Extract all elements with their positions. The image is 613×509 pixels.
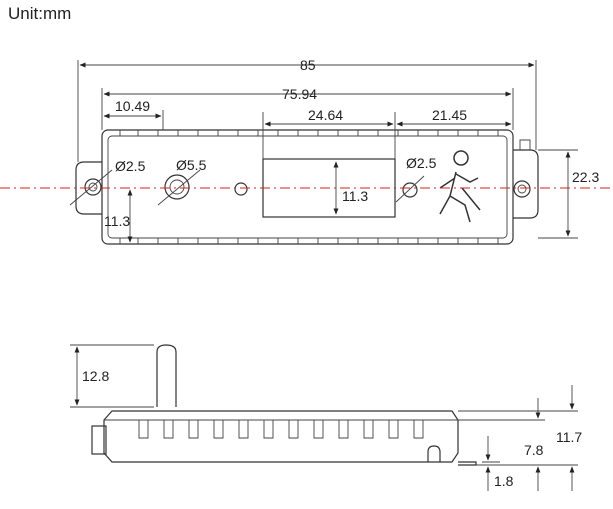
right-mounting-hole — [513, 180, 531, 198]
height-label: 22.3 — [572, 169, 599, 185]
right-hole — [402, 182, 418, 198]
window-width-label: 24.64 — [308, 107, 343, 123]
housing-outline — [101, 129, 514, 245]
left-hole-diameter-label: Ø2.5 — [115, 158, 146, 174]
button-diameter-label: Ø5.5 — [176, 157, 207, 173]
unit-label: Unit:mm — [8, 4, 72, 23]
total-length-label: 85 — [300, 57, 316, 73]
body-height-label: 7.8 — [524, 442, 544, 458]
right-mounting-ear — [513, 149, 539, 219]
left-offset-label: 10.49 — [115, 98, 150, 114]
top-fins — [119, 130, 499, 244]
antenna-height-label: 12.8 — [82, 368, 109, 384]
led-indicator — [234, 182, 248, 196]
right-offset-label: 21.45 — [432, 107, 467, 123]
center-height-label: 11.3 — [104, 213, 130, 229]
left-mounting-hole — [84, 178, 102, 196]
button-hole — [164, 174, 190, 200]
side-housing — [103, 410, 459, 463]
right-hole-diameter-label: Ø2.5 — [406, 155, 437, 171]
running-man-exit-icon — [439, 150, 481, 223]
side-vents — [138, 420, 424, 439]
hole-spacing-label: 75.94 — [282, 86, 317, 102]
dimensions-top — [69, 60, 578, 243]
base-height-label: 1.8 — [494, 473, 514, 489]
top-view: 85 75.94 10.49 24.64 21.45 22.3 Ø2.5 Ø5.… — [0, 57, 613, 245]
antenna — [156, 344, 177, 407]
window-height-label: 11.3 — [342, 188, 368, 204]
side-view: 12.8 11.7 7.8 1.8 — [70, 344, 582, 491]
total-height-label: 11.7 — [556, 429, 582, 445]
